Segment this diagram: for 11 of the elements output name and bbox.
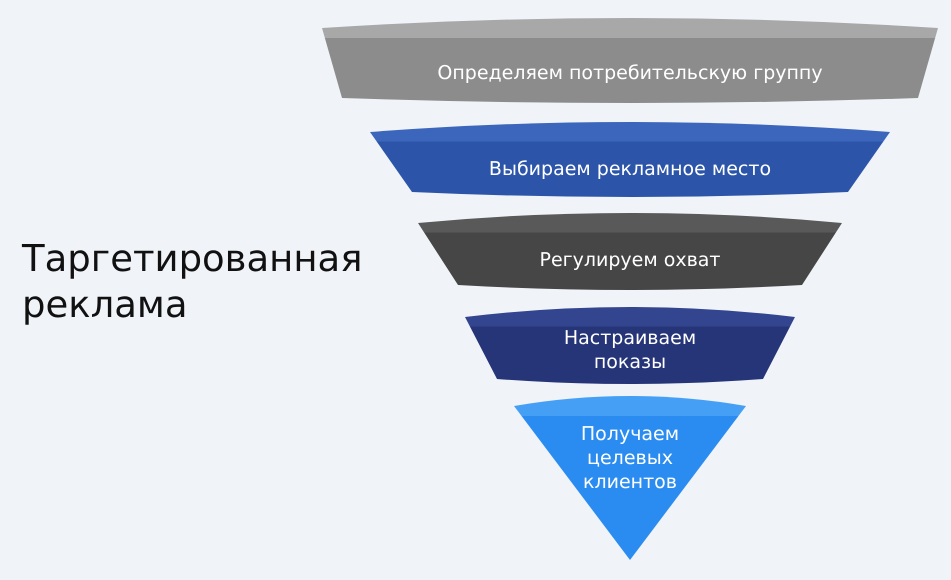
layer-label: Настраиваем показы xyxy=(562,326,698,375)
heading: Таргетированная реклама xyxy=(22,236,362,328)
funnel-tip xyxy=(514,396,746,560)
funnel-layer xyxy=(370,122,890,198)
layer-label: Получаем целевых клиентов xyxy=(580,422,680,495)
funnel-layer xyxy=(418,213,842,291)
layer-label: Регулируем охват xyxy=(538,248,722,273)
funnel-layer xyxy=(322,18,938,104)
layer-label: Определяем потребительскую группу xyxy=(436,61,824,86)
layer-label: Выбираем рекламное место xyxy=(488,157,772,182)
funnel-layer xyxy=(465,307,795,385)
